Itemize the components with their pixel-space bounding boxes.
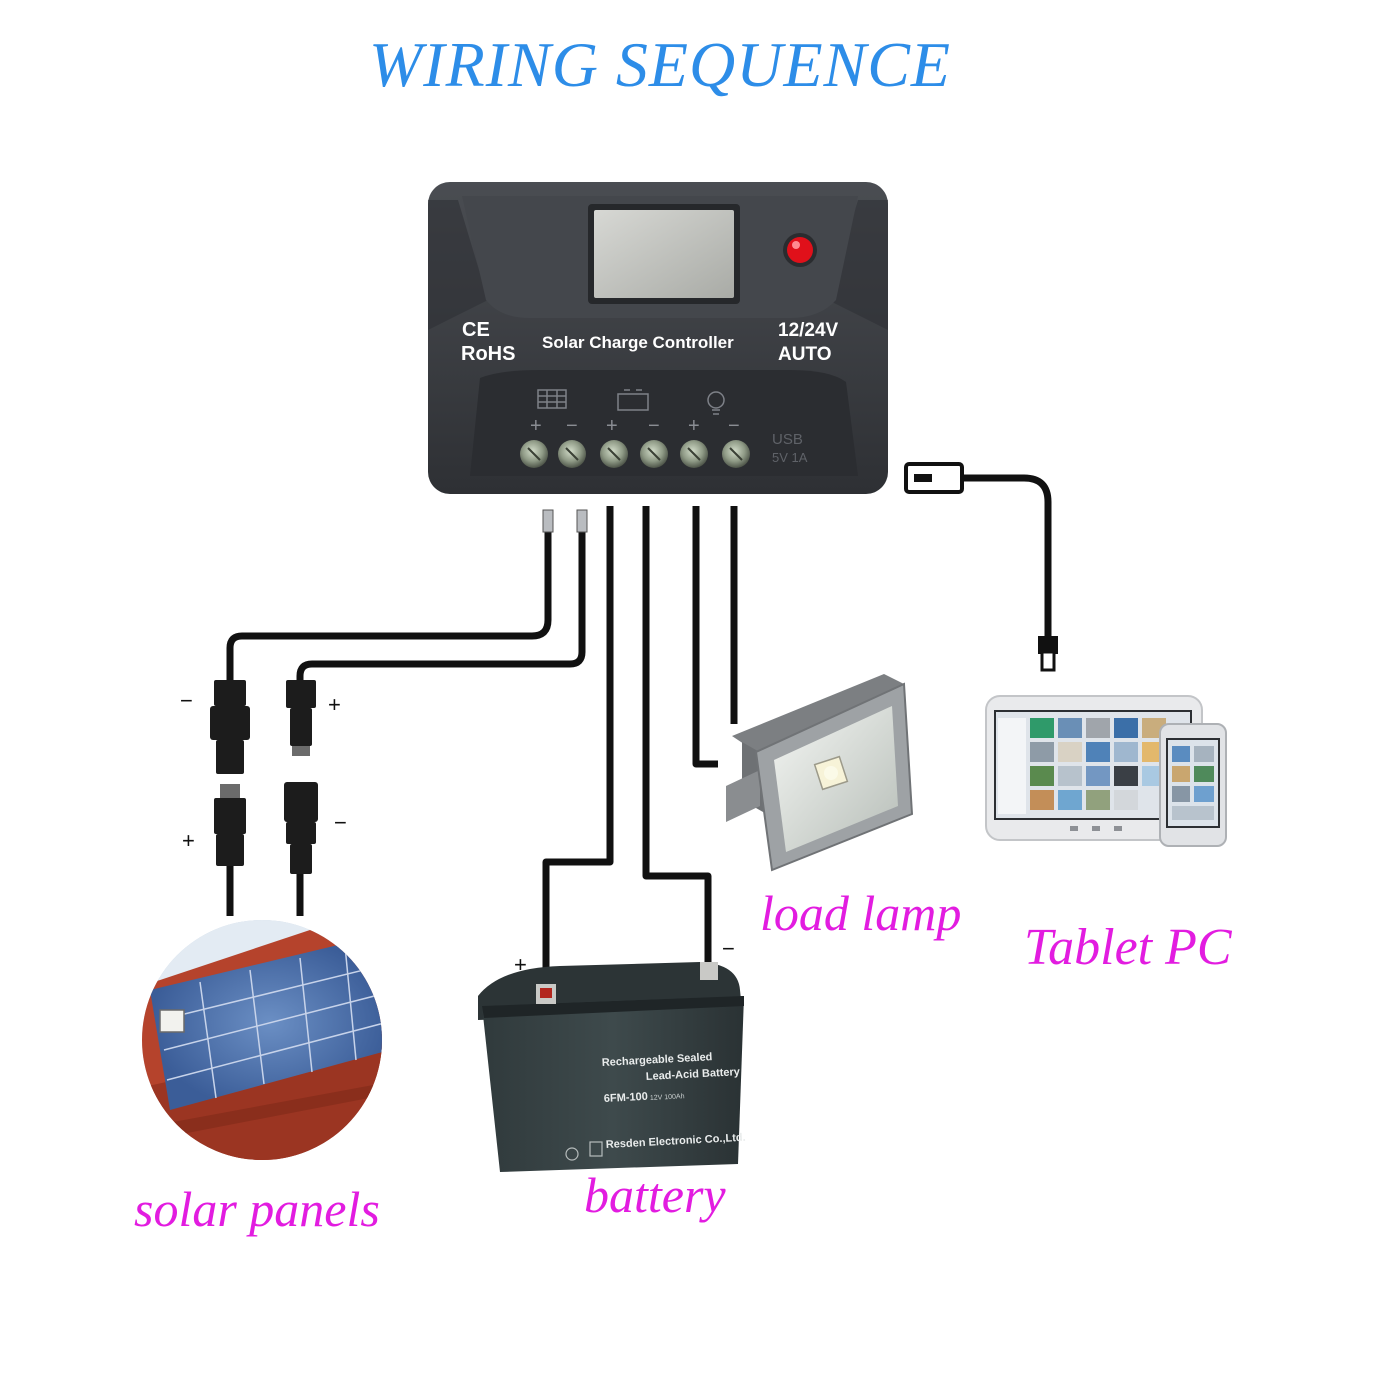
load-lamp-label: load lamp [760, 885, 962, 941]
lcd-screen [594, 210, 734, 298]
usb-plug-micro [1038, 636, 1058, 672]
solar-bottom-left-sign: + [182, 828, 195, 853]
solar-negative-wire [226, 530, 552, 684]
solar-minus-sign: − [566, 415, 578, 437]
battery-model-suffix: 12V 100Ah [650, 1093, 685, 1102]
load-positive-wire [692, 506, 718, 768]
wires [226, 474, 1052, 984]
controller-voltage: 12/24V [778, 320, 839, 341]
solar-top-left-sign: − [180, 688, 193, 713]
mc4-bottom-left [214, 784, 246, 866]
red-button[interactable] [787, 237, 813, 263]
tablet-nav-icons [1070, 826, 1122, 831]
controller-name: Solar Charge Controller [542, 333, 734, 352]
ce-mark: CE [462, 319, 490, 341]
battery-recycle-icons [565, 1141, 603, 1161]
battery-plus-sign: + [514, 952, 527, 977]
usb-rating: 5V 1A [772, 450, 808, 465]
controller-mode: AUTO [778, 344, 831, 365]
solar-bottom-right-sign: − [334, 810, 347, 835]
solar-panels-label: solar panels [134, 1181, 380, 1237]
tablet-pc-label: Tablet PC [1024, 919, 1232, 976]
phone-image [1159, 723, 1227, 847]
solar-plus-sign: + [530, 415, 542, 437]
wire-tips [542, 509, 588, 533]
page-title: WIRING SEQUENCE [368, 29, 952, 100]
battery-negative-wire [642, 506, 712, 966]
bulb-icon [707, 391, 725, 415]
tablet-screen-tiles [998, 718, 1166, 814]
battery-positive-wire [542, 506, 614, 984]
mc4-connectors [210, 680, 318, 874]
battery-image: Rechargeable Sealed Lead-Acid Battery 6F… [478, 962, 746, 1172]
charge-controller: CE RoHS Solar Charge Controller 12/24V A… [428, 182, 888, 494]
screw-terminals [520, 440, 750, 468]
load-minus-sign: − [728, 415, 740, 437]
battery-label: battery [584, 1167, 726, 1223]
mc4-top-right [286, 680, 316, 756]
left-grip [428, 200, 488, 330]
usb-cable [960, 474, 1052, 640]
battery-icon [617, 389, 649, 411]
solar-top-right-sign: + [328, 692, 341, 717]
battery-line2: Lead-Acid Battery [646, 1066, 742, 1083]
solar-panels-image [142, 920, 382, 1160]
battery-plus-sign: + [606, 415, 618, 437]
battery-minus-sign: − [648, 415, 660, 437]
solar-positive-wire [296, 530, 586, 684]
usb-label: USB [772, 431, 803, 448]
right-grip [828, 200, 888, 330]
usb-plug-a [904, 462, 964, 494]
battery-model: 6FM-100 [604, 1091, 649, 1105]
battery-line1: Rechargeable Sealed [602, 1051, 713, 1069]
mc4-bottom-right [284, 782, 318, 874]
rohs-mark: RoHS [461, 343, 515, 365]
battery-minus-sign: − [722, 936, 735, 961]
solar-panel-icon [537, 389, 567, 409]
flood-lamp-image [726, 674, 914, 872]
button-highlight [792, 241, 800, 249]
mc4-top-left [210, 680, 250, 774]
load-plus-sign: + [688, 415, 700, 437]
